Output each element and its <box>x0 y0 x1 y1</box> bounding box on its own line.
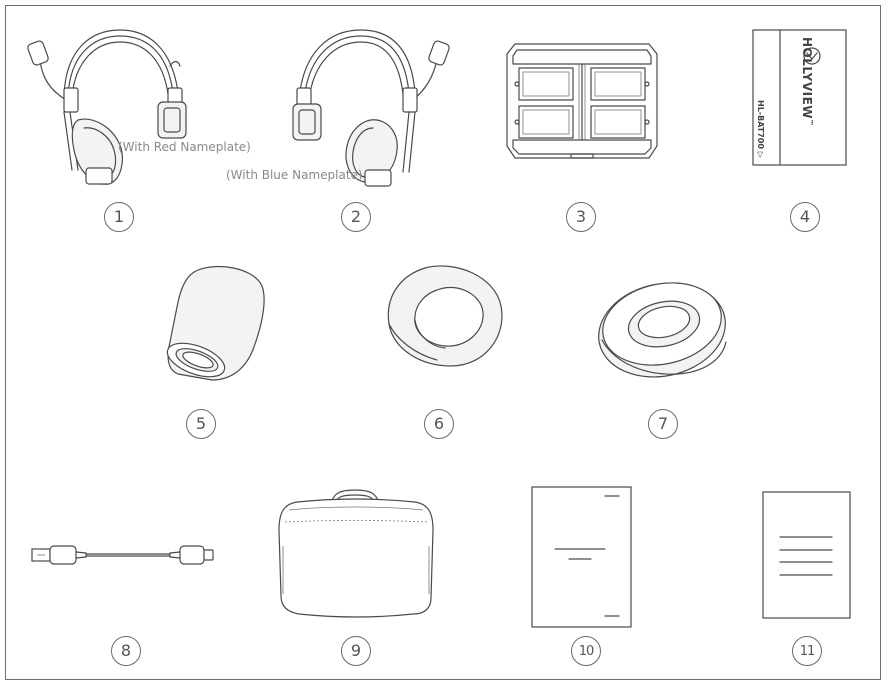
card-illustration <box>762 491 851 619</box>
item-number-3: 3 <box>566 202 596 232</box>
battery-trademark: ™ <box>806 119 814 127</box>
manual-illustration <box>531 486 632 628</box>
item-number-5: 5 <box>186 409 216 439</box>
battery-brand-name: HOLLYVIEW <box>800 37 814 120</box>
item-number-11: 11 <box>792 636 822 666</box>
item-number-4: 4 <box>790 202 820 232</box>
battery-brand: HOLLYVIEW™ <box>800 37 814 127</box>
item-number-6: 6 <box>424 409 454 439</box>
item-number-1: 1 <box>104 202 134 232</box>
headset-blue-note: (With Blue Nameplate) <box>226 168 363 182</box>
item-number-2: 2 <box>341 202 371 232</box>
battery-charger-illustration <box>506 43 658 159</box>
headset-red-note: (With Red Nameplate) <box>118 140 251 154</box>
ear-cushion-illustration <box>387 265 503 367</box>
headset-red-illustration <box>27 29 187 185</box>
usb-cable-illustration <box>31 545 214 565</box>
mic-windscreen-illustration <box>166 265 265 381</box>
item-number-9: 9 <box>341 636 371 666</box>
item-number-10: 10 <box>571 636 601 666</box>
ear-pad-illustration <box>598 282 727 378</box>
battery-illustration <box>752 29 847 166</box>
battery-model: HL-BAT700 ▷ <box>756 100 765 158</box>
packing-list-frame <box>5 5 881 680</box>
headset-blue-illustration <box>292 29 450 187</box>
item-number-7: 7 <box>648 409 678 439</box>
item-number-8: 8 <box>111 636 141 666</box>
carrying-case-illustration <box>278 489 434 618</box>
